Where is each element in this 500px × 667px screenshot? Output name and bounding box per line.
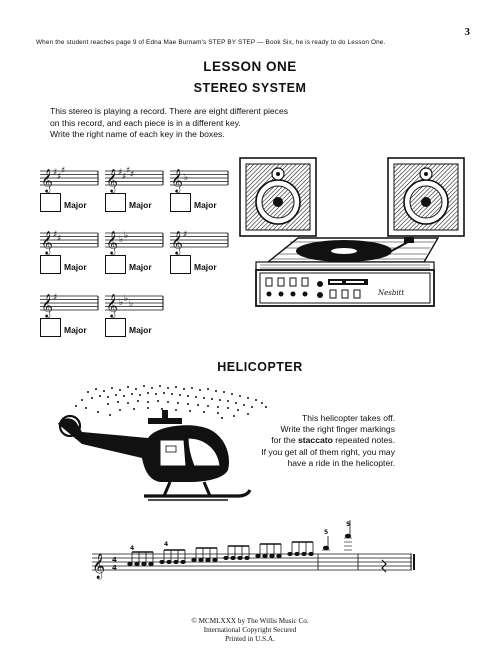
helicopter-illustration	[58, 385, 267, 501]
major-label: Major	[194, 200, 217, 210]
svg-text:♭: ♭	[129, 299, 133, 309]
answer-box[interactable]	[170, 193, 191, 212]
major-label: Major	[194, 262, 217, 272]
time-signature-bottom: 4	[112, 564, 117, 572]
repeated-notes-icon	[127, 520, 387, 573]
intro-note: When the student reaches page 9 of Edna …	[36, 39, 386, 46]
major-label: Major	[129, 200, 152, 210]
page-number: 3	[464, 26, 471, 38]
staff-one-sharp-icon: 𝄞 ♯	[40, 293, 99, 318]
rotor-blur-icon	[75, 385, 267, 419]
finger-number: 4	[130, 545, 134, 552]
major-label: Major	[64, 262, 87, 272]
stereo-instructions: This stereo is playing a record. There a…	[50, 106, 288, 141]
footer-line: Printed in U.S.A.	[225, 635, 275, 643]
helicopter-text-line: have a ride in the helicopter.	[287, 457, 396, 468]
key-exercise: 𝄞 ♭ Major	[170, 164, 230, 224]
lesson-title: LESSON ONE	[203, 59, 297, 74]
finger-number: 5	[346, 521, 350, 528]
svg-text:♯: ♯	[53, 168, 57, 178]
melody-staff: 𝄞 4 4 4 4 5 5	[92, 520, 415, 579]
key-exercise: 𝄞 ♯ ♯ ♯ Major	[40, 164, 100, 224]
svg-text:𝄞: 𝄞	[106, 230, 118, 255]
copyright-footer: © MCMLXXX by The Willis Music Co. Intern…	[0, 617, 500, 644]
svg-text:𝄞: 𝄞	[106, 168, 118, 193]
helicopter-text-line: This helicopter takes off.	[302, 413, 395, 423]
finger-number: 4	[164, 541, 168, 548]
turntable-icon: Nesbitt	[255, 237, 440, 307]
key-exercise: 𝄞 ♭ ♭ Major	[105, 226, 165, 286]
key-exercise: 𝄞 ♯ ♯ Major	[40, 226, 100, 286]
svg-text:♯: ♯	[53, 293, 57, 303]
helicopter-text-line: for the staccato repeated notes.	[271, 435, 395, 446]
svg-text:♭: ♭	[124, 294, 128, 304]
answer-box[interactable]	[40, 255, 61, 274]
major-label: Major	[129, 262, 152, 272]
helicopter-instructions: This helicopter takes off. Write the rig…	[261, 413, 395, 469]
svg-text:♭: ♭	[119, 235, 123, 245]
stereo-system-illustration: Nesbitt	[239, 157, 465, 307]
helicopter-text-line: Write the right finger markings	[280, 424, 395, 435]
footer-line: © MCMLXXX by The Willis Music Co.	[191, 617, 309, 625]
staff-one-sharp-icon: 𝄞 ♯	[170, 230, 229, 255]
answer-box[interactable]	[105, 318, 126, 337]
svg-text:♯: ♯	[118, 168, 122, 178]
finger-number: 5	[324, 529, 328, 536]
answer-box[interactable]	[170, 255, 191, 274]
time-signature-top: 4	[112, 556, 117, 564]
treble-clef-icon: 𝄞	[92, 553, 105, 579]
svg-text:♯: ♯	[183, 230, 187, 240]
staff-two-sharps-icon: 𝄞 ♯ ♯	[40, 230, 99, 255]
key-exercise: 𝄞 ♭ ♭ ♭ Major	[105, 289, 165, 349]
left-speaker-icon	[239, 157, 317, 237]
instruction-line: Write the right name of each key in the …	[50, 129, 225, 139]
helicopter-body-icon	[58, 410, 252, 501]
svg-text:𝄞: 𝄞	[41, 168, 53, 193]
stereo-section-title: STEREO SYSTEM	[193, 81, 307, 95]
major-label: Major	[129, 325, 152, 335]
staff-two-flats-icon: 𝄞 ♭ ♭	[105, 230, 164, 255]
staff-four-sharps-icon: 𝄞 ♯ ♯ ♯ ♯	[105, 166, 164, 193]
svg-text:♯: ♯	[130, 170, 134, 180]
svg-text:♯: ♯	[57, 234, 61, 244]
answer-box[interactable]	[40, 318, 61, 337]
major-label: Major	[64, 200, 87, 210]
answer-box[interactable]	[40, 193, 61, 212]
svg-text:♯: ♯	[122, 172, 126, 182]
svg-text:𝄞: 𝄞	[106, 293, 118, 318]
key-exercise: 𝄞 ♯ ♯ ♯ ♯ Major	[105, 164, 165, 224]
footer-line: International Copyright Secured	[203, 626, 297, 634]
key-exercise: 𝄞 ♯ Major	[170, 226, 230, 286]
svg-text:𝄞: 𝄞	[171, 230, 183, 255]
svg-text:♯: ♯	[53, 230, 57, 240]
instruction-line: on this record, and each piece is in a d…	[50, 117, 241, 128]
major-label: Major	[64, 325, 87, 335]
artist-signature: Nesbitt	[377, 289, 404, 297]
instruction-line: This stereo is playing a record. There a…	[50, 106, 289, 116]
staff-one-flat-icon: 𝄞 ♭	[170, 168, 229, 193]
svg-text:♯: ♯	[126, 166, 130, 176]
answer-box[interactable]	[105, 255, 126, 274]
helicopter-section-title: HELICOPTER	[217, 360, 303, 374]
staccato-term: staccato	[298, 435, 333, 446]
svg-text:♯: ♯	[57, 172, 61, 182]
svg-text:♯: ♯	[61, 166, 65, 176]
svg-text:𝄞: 𝄞	[41, 293, 53, 318]
key-exercise: 𝄞 ♯ Major	[40, 289, 100, 349]
helicopter-text-line: If you get all of them right, you may	[261, 446, 395, 457]
staff-three-sharps-icon: 𝄞 ♯ ♯ ♯	[40, 166, 99, 193]
svg-text:♭: ♭	[124, 231, 128, 241]
staff-three-flats-icon: 𝄞 ♭ ♭ ♭	[105, 293, 164, 318]
answer-box[interactable]	[105, 193, 126, 212]
svg-text:𝄞: 𝄞	[41, 230, 53, 255]
right-speaker-icon	[387, 157, 465, 237]
svg-text:♭: ♭	[119, 298, 123, 308]
svg-text:𝄞: 𝄞	[171, 168, 183, 193]
svg-text:♭: ♭	[184, 173, 188, 183]
